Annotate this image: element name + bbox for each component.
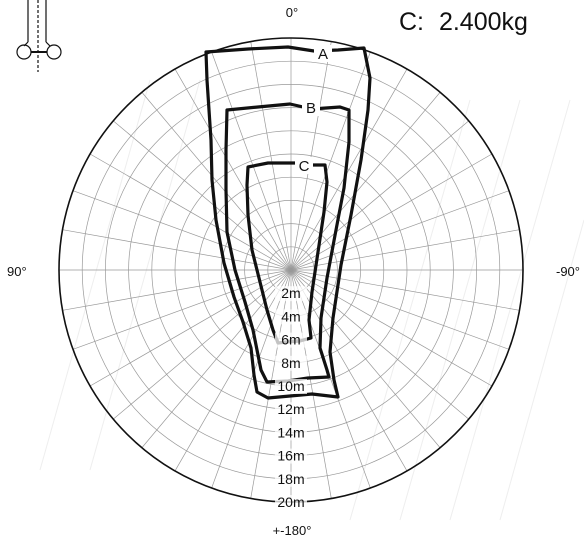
angle-label-left: 90° — [7, 264, 27, 279]
radial-spoke — [113, 269, 292, 420]
radial-spoke — [250, 41, 292, 271]
radial-spoke — [290, 269, 441, 448]
distance-label: 16m — [277, 448, 304, 464]
angle-label-bottom: +-180° — [273, 523, 312, 538]
capacity-label: C: 2.400kg — [399, 8, 528, 36]
radial-spoke — [211, 51, 292, 271]
crane-outrigger-icon — [16, 0, 62, 72]
radial-spoke — [89, 153, 292, 271]
curve-label-b: B — [306, 100, 316, 117]
load-curve-c — [245, 161, 329, 345]
radial-spoke — [141, 92, 292, 271]
angle-label-right: -90° — [556, 264, 580, 279]
distance-label: 2m — [281, 285, 300, 301]
radial-spoke — [290, 92, 441, 271]
radial-spoke — [211, 269, 292, 489]
load-curve-a — [204, 45, 372, 400]
radial-spoke — [250, 269, 292, 499]
radial-spoke — [290, 190, 510, 271]
radial-spoke — [290, 41, 332, 271]
radial-spoke — [290, 269, 332, 499]
radial-spoke — [89, 269, 292, 387]
distance-label: 12m — [277, 401, 304, 417]
curve-label-a: A — [318, 46, 328, 63]
curve-label-c: C — [299, 158, 310, 175]
radial-spoke — [174, 68, 292, 271]
distance-label: 4m — [281, 308, 300, 324]
distance-label: 10m — [277, 378, 304, 394]
radial-spoke — [290, 153, 493, 271]
radial-spoke — [290, 68, 408, 271]
radial-spoke — [290, 269, 371, 489]
radial-spoke — [141, 269, 292, 448]
radial-spoke — [290, 51, 371, 271]
background-stripes — [39, 79, 584, 521]
radial-spoke — [174, 269, 292, 472]
distance-labels: 2m 4m 6m 8m 10m 12m 14m 16m 18m 20m — [275, 285, 307, 510]
distance-label: 18m — [277, 471, 304, 487]
radial-spoke — [62, 229, 292, 271]
distance-label: 6m — [281, 332, 300, 348]
radial-spoke — [62, 269, 292, 311]
capacity-prefix: C: — [399, 8, 424, 36]
load-curve-b — [224, 102, 351, 384]
distance-label: 14m — [277, 424, 304, 440]
capacity-value: 2.400kg — [439, 8, 528, 36]
radial-spoke — [72, 269, 292, 350]
radial-spoke — [290, 269, 469, 420]
distance-label: 20m — [277, 494, 304, 510]
distance-label: 8m — [281, 355, 300, 371]
radial-spoke — [113, 120, 292, 271]
radial-spoke — [290, 269, 520, 311]
angle-label-top: 0° — [286, 5, 298, 20]
